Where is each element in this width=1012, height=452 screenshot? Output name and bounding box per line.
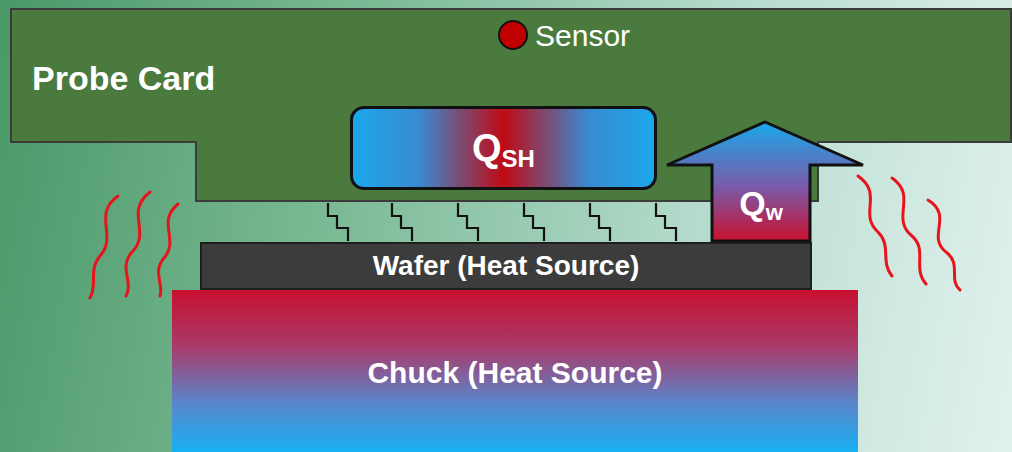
sensor: Sensor (497, 18, 677, 54)
wafer: Wafer (Heat Source) (200, 242, 812, 290)
text-holder: QSH (353, 109, 654, 187)
heat-wave (858, 176, 892, 276)
probe-card-shape (11, 9, 1011, 201)
probe-pin (392, 203, 412, 241)
label-text: Sensor (535, 19, 630, 53)
label-text: Q (472, 127, 502, 170)
probe-pin (458, 203, 478, 241)
probe-pin (590, 203, 610, 241)
label-text: Wafer (Heat Source) (373, 250, 640, 282)
heat-box: QSH (350, 106, 657, 190)
heat-wave (90, 196, 118, 298)
text-holder: Wafer (Heat Source) (202, 244, 810, 288)
probe-pin (328, 203, 348, 241)
text-holder: Chuck (Heat Source) (172, 348, 858, 398)
chuck: Chuck (Heat Source) (172, 290, 858, 452)
label-text: Q (739, 184, 765, 223)
heat-wave (928, 200, 960, 290)
sensor-shape (499, 21, 527, 49)
heat-wave (159, 204, 178, 296)
heat-wave (892, 178, 926, 284)
text-holder: Probe Card (32, 52, 215, 104)
label-text: Chuck (Heat Source) (367, 356, 662, 390)
label-text: Probe Card (32, 59, 215, 98)
heat-flow-arrow: Qw (665, 120, 865, 243)
probe-pin (656, 203, 676, 241)
subscript: w (766, 200, 783, 226)
probe-pin (524, 203, 544, 241)
heat-flow-arrow-shape (667, 122, 863, 241)
heat-flow-arrow-outline (665, 120, 865, 243)
text-holder: Sensor (535, 18, 630, 54)
probe-pins (328, 203, 676, 241)
heat-wave (126, 192, 150, 296)
subscript: SH (502, 145, 535, 173)
text-holder: Qw (712, 168, 810, 238)
